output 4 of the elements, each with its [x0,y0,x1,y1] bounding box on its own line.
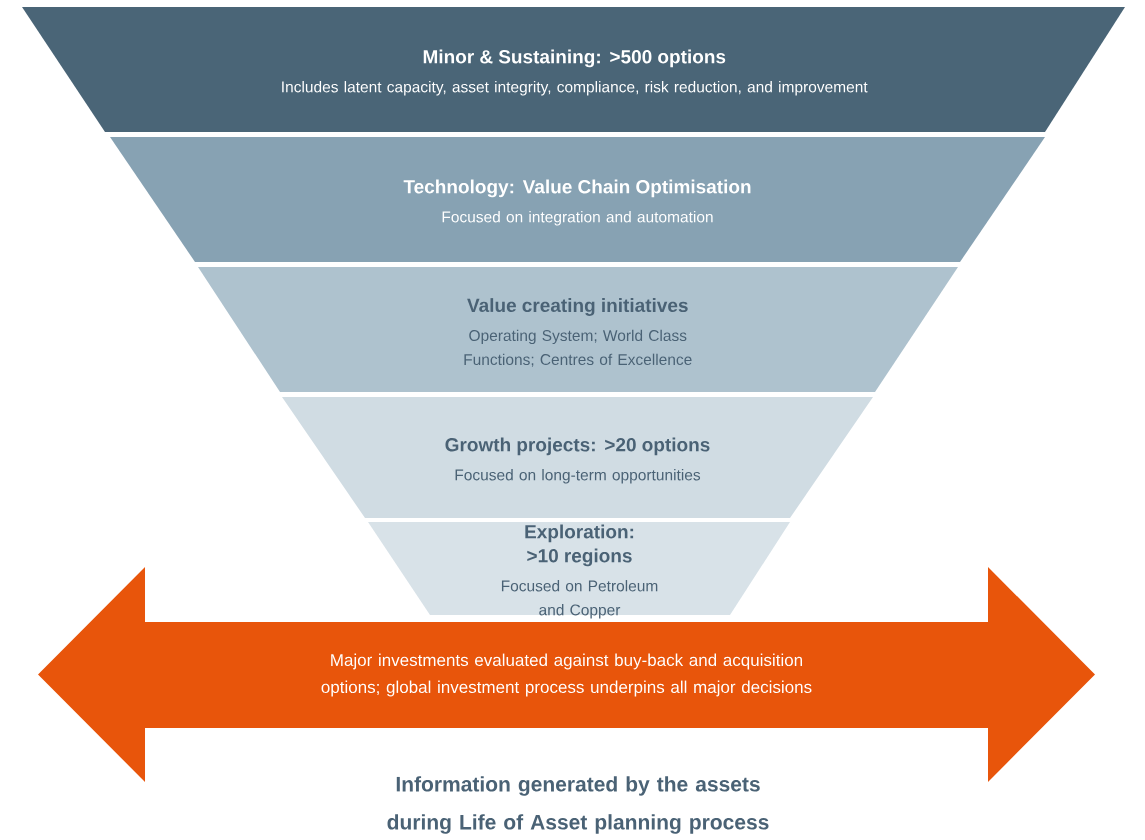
funnel-band: Growth projects: >20 options Focused on long-term opportunities [282,397,873,518]
funnel-band: Minor & Sustaining: >500 options Includes latent capacity, asset integrity, compliance, risk reduction, and improvement [22,7,1125,132]
funnel-band: Technology: Value Chain Optimisation Focused on integration and automation [110,137,1045,262]
funnel-band: Value creating initiatives Operating System; World Class Functions; Centres of Excellence [198,267,958,392]
